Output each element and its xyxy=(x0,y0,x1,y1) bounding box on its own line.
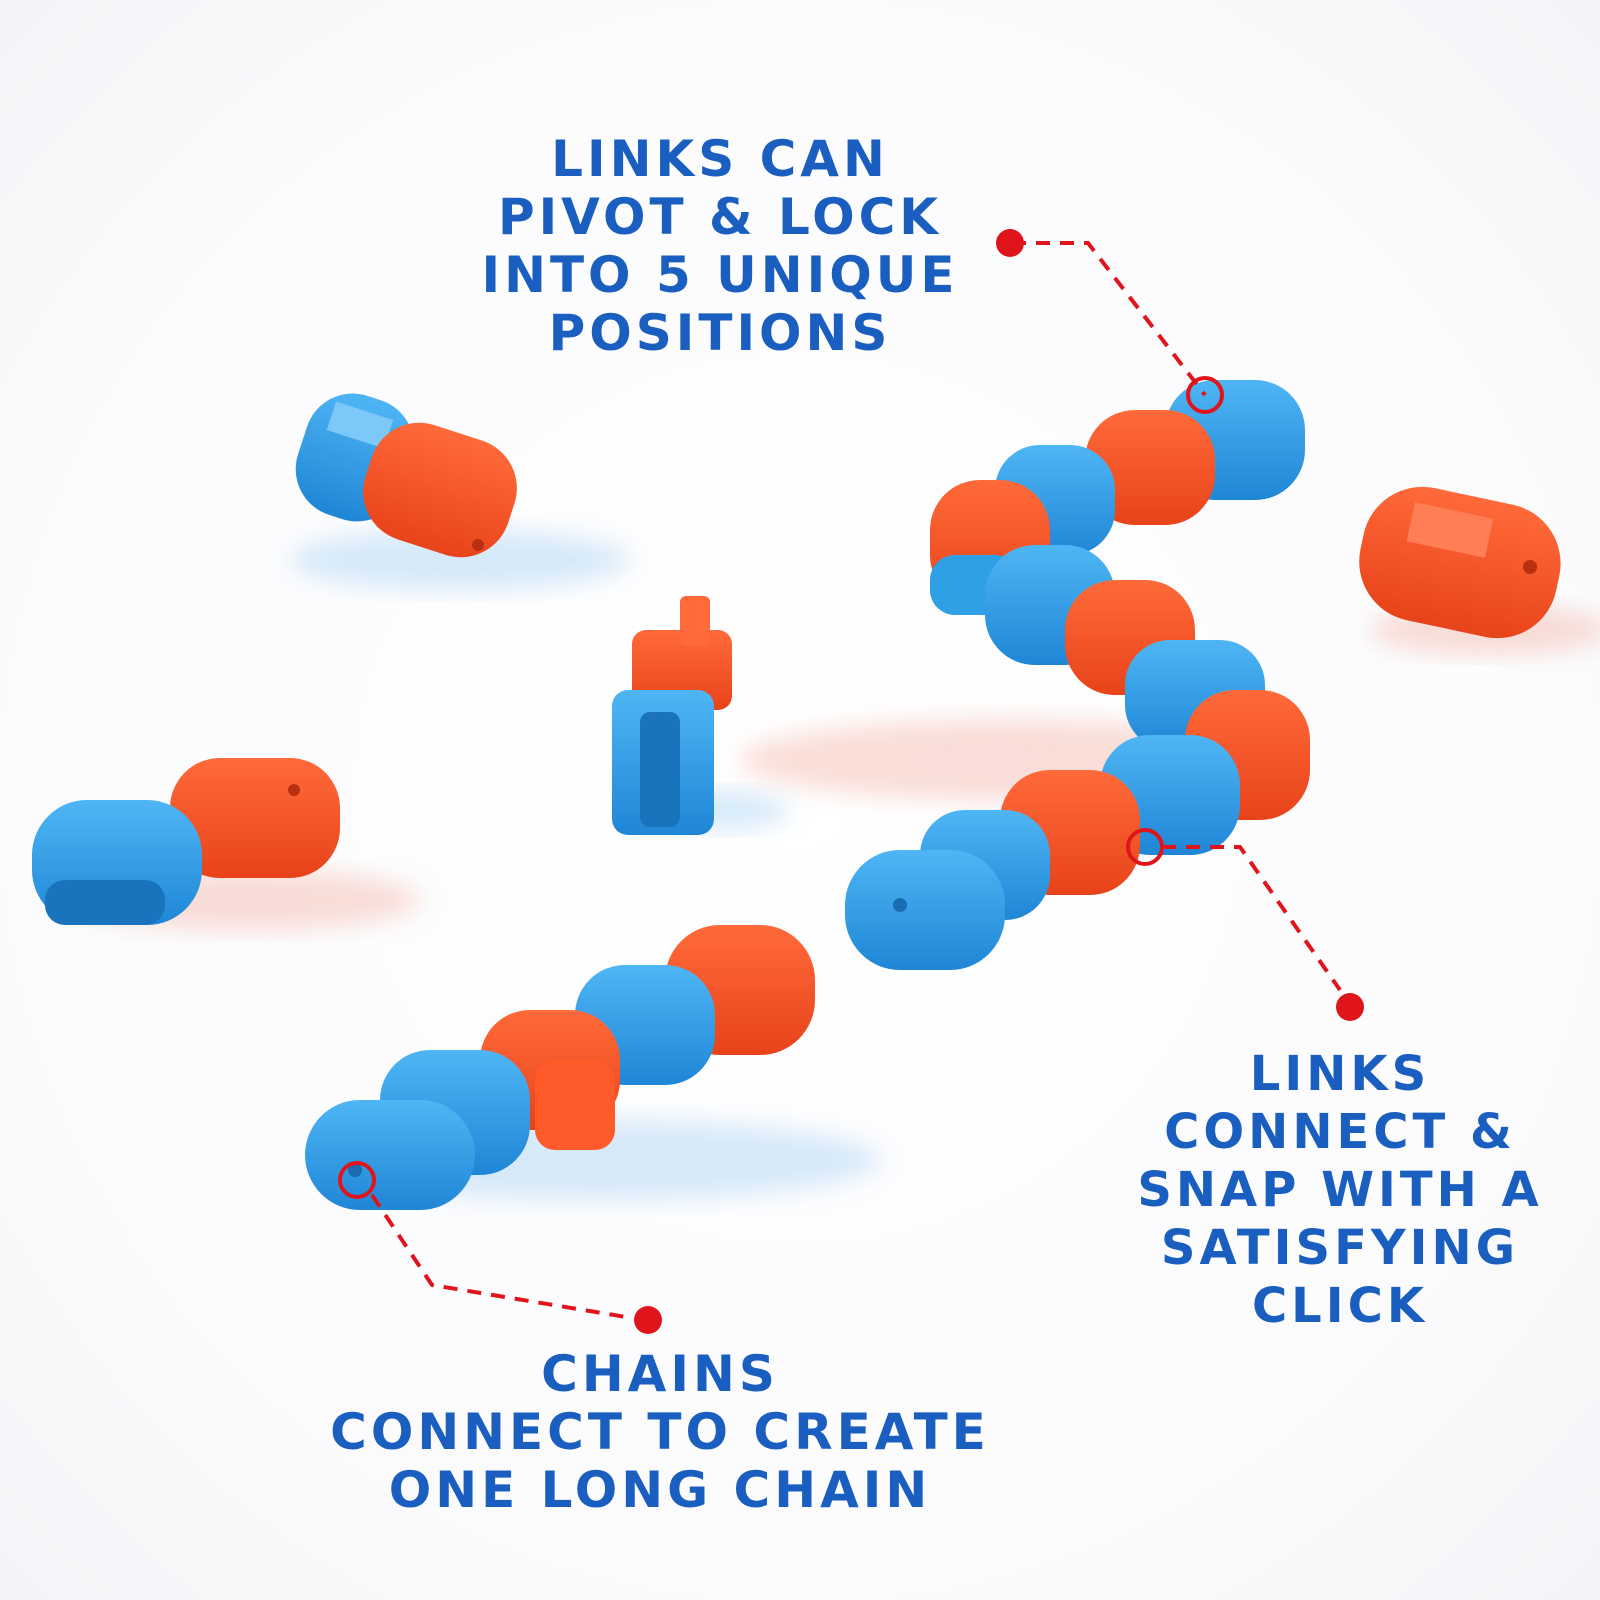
callout-line: CONNECT TO CREATE xyxy=(330,1403,990,1461)
loose-link-single-center xyxy=(612,596,732,835)
loose-link-single-right xyxy=(1359,486,1561,639)
loose-link-pair-top-left xyxy=(295,393,517,558)
callout-connect-snap: LINKS CONNECT & SNAP WITH A SATISFYING C… xyxy=(1090,1045,1590,1335)
main-chain-upper xyxy=(930,380,1310,820)
marker-dot-snap xyxy=(1336,993,1364,1021)
callout-line: SATISFYING xyxy=(1160,1220,1520,1276)
marker-dot-chain xyxy=(634,1306,662,1334)
callout-chains-connect: CHAINS CONNECT TO CREATE ONE LONG CHAIN xyxy=(300,1345,1020,1519)
callout-pivot-lock: LINKS CAN PIVOT & LOCK INTO 5 UNIQUE POS… xyxy=(430,130,1010,362)
callout-leader-snap xyxy=(1126,828,1364,1021)
main-chain-middle xyxy=(845,735,1240,970)
callout-line: SNAP WITH A xyxy=(1137,1162,1543,1218)
callout-line: LINKS xyxy=(1249,1046,1431,1102)
marker-ring-chain xyxy=(338,1161,376,1199)
callout-line: LINKS CAN xyxy=(551,130,889,188)
callout-leader-pivot xyxy=(996,229,1224,414)
marker-ring-snap xyxy=(1126,828,1164,866)
callout-line: CONNECT & xyxy=(1164,1104,1516,1160)
callout-line: CHAINS xyxy=(541,1345,779,1403)
loose-link-pair-left xyxy=(32,758,340,925)
callout-line: ONE LONG CHAIN xyxy=(388,1461,932,1519)
callout-line: POSITIONS xyxy=(548,304,892,362)
callout-line: CLICK xyxy=(1251,1278,1429,1334)
marker-dot-pivot xyxy=(996,229,1024,257)
marker-ring-pivot xyxy=(1186,376,1224,414)
callout-leader-chain xyxy=(338,1161,662,1334)
callout-line: INTO 5 UNIQUE xyxy=(481,246,959,304)
callout-line: PIVOT & LOCK xyxy=(497,188,943,246)
lower-chain xyxy=(305,925,815,1210)
